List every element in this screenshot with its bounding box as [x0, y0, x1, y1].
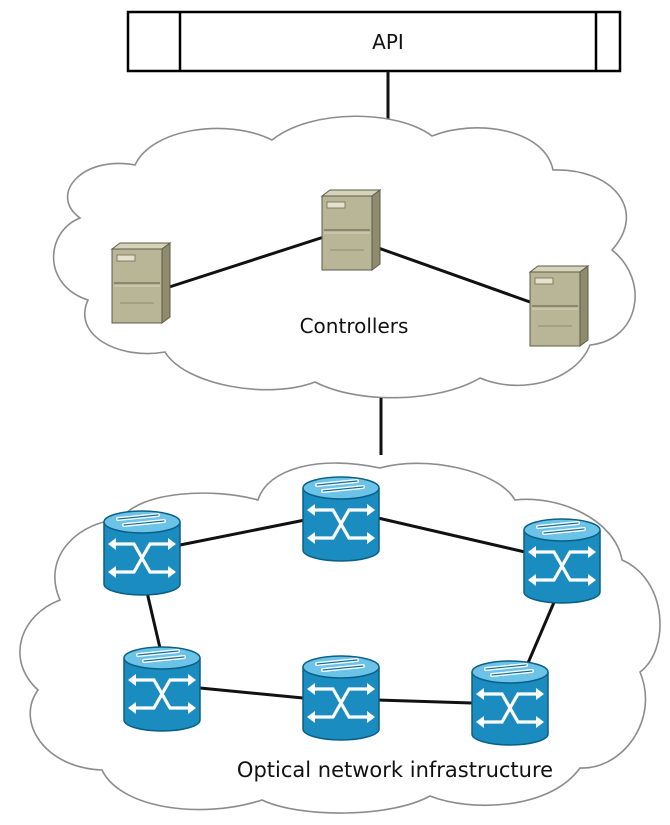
switch-top-center-icon: [301, 475, 381, 563]
controller-left-server-icon: [111, 242, 171, 324]
switch-link-bottomleft-topleft: [144, 586, 162, 650]
switch-link-bottomright-bottomcenter: [376, 698, 474, 705]
switch-link-topright-bottomright: [523, 598, 557, 672]
switch-bottom-right-icon: [470, 659, 550, 747]
optical-network-label: Optical network infrastructure: [237, 758, 553, 782]
api-label: API: [372, 30, 404, 54]
api-bar: API: [126, 10, 622, 73]
controller-link-center-right: [368, 243, 532, 304]
controller-right-server-icon: [529, 265, 589, 347]
switch-top-left-icon: [102, 509, 182, 597]
switch-bottom-left-icon: [122, 645, 202, 733]
switch-link-topleft-topcenter: [178, 518, 307, 547]
switch-link-bottomcenter-bottomleft: [198, 686, 305, 700]
controller-link-left-center: [158, 233, 332, 292]
switch-link-topcenter-topright: [376, 516, 527, 554]
switch-bottom-center-icon: [301, 654, 381, 742]
switch-top-right-icon: [522, 517, 602, 605]
controller-center-server-icon: [321, 189, 381, 271]
controllers-label: Controllers: [300, 314, 409, 338]
